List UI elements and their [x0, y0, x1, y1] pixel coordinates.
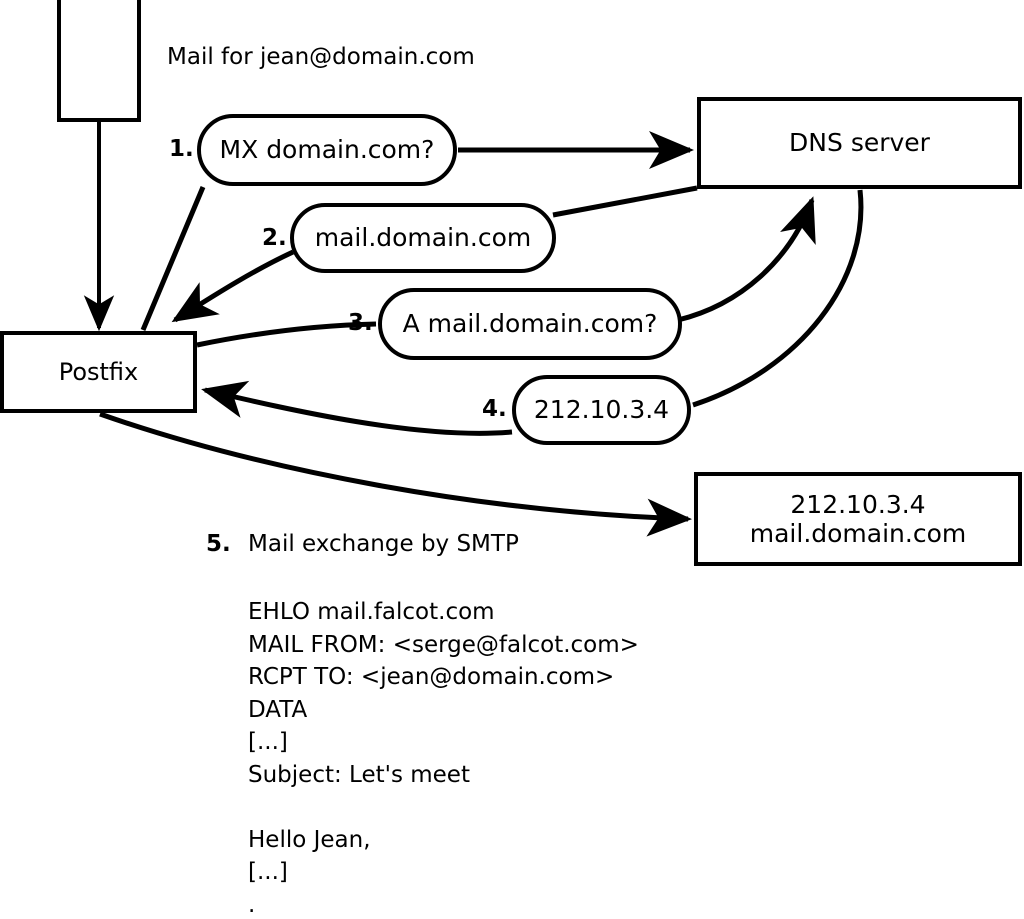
node-postfix-label: Postfix: [58, 357, 139, 386]
step-5-label: Mail exchange by SMTP: [248, 531, 519, 557]
caption-mail-for-recipient: Mail for jean@domain.com: [167, 44, 475, 70]
step-bubble-1-mx-query[interactable]: MX domain.com?: [197, 114, 457, 186]
step-number-5: 5.: [206, 531, 231, 557]
step-number-2: 2.: [262, 225, 287, 251]
step-bubble-4-label: 212.10.3.4: [533, 395, 670, 425]
edge-dns-to-step4: [692, 189, 864, 408]
step-number-1: 1.: [169, 136, 194, 162]
step-bubble-2-mx-answer[interactable]: mail.domain.com: [290, 203, 556, 273]
node-postfix[interactable]: Postfix: [0, 331, 197, 413]
step-number-4: 4.: [482, 396, 507, 422]
node-mail-server-ip: 212.10.3.4: [790, 489, 926, 519]
edge-postfix-to-step1: [140, 186, 206, 331]
edge-step3-to-dns: [677, 196, 816, 323]
step-bubble-1-label: MX domain.com?: [219, 135, 435, 165]
edge-dns-to-step2: [552, 185, 698, 218]
edge-step2-to-postfix: [171, 249, 295, 323]
edge-step4-to-postfix: [201, 380, 513, 436]
node-client-box[interactable]: [57, 0, 141, 122]
step-bubble-3-a-query[interactable]: A mail.domain.com?: [378, 288, 682, 360]
step-bubble-4-a-answer[interactable]: 212.10.3.4: [512, 375, 691, 445]
node-mail-server[interactable]: 212.10.3.4 mail.domain.com: [694, 472, 1022, 566]
step-bubble-3-label: A mail.domain.com?: [402, 309, 658, 339]
step-number-3: 3.: [348, 310, 373, 336]
node-mail-server-hostname: mail.domain.com: [749, 519, 967, 548]
node-dns-server[interactable]: DNS server: [697, 97, 1022, 189]
node-dns-server-label: DNS server: [789, 128, 930, 158]
step-bubble-2-label: mail.domain.com: [314, 223, 532, 253]
smtp-transcript-text: EHLO mail.falcot.com MAIL FROM: <serge@f…: [248, 599, 639, 918]
node-mail-server-lines: 212.10.3.4 mail.domain.com: [750, 490, 966, 549]
